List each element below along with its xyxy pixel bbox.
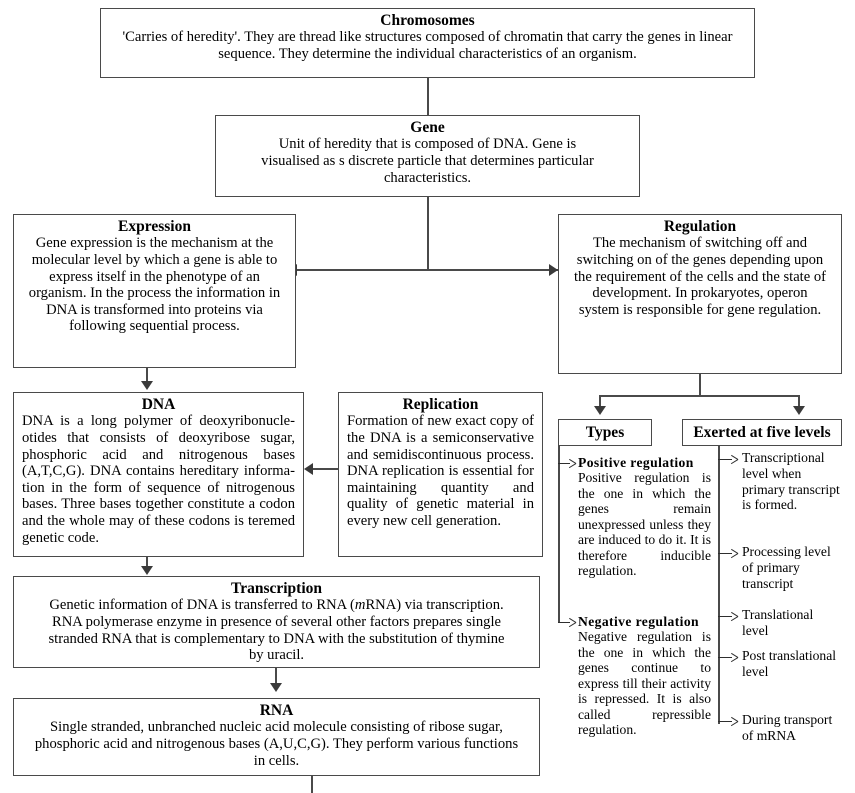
arrow-down-to-levels bbox=[793, 406, 805, 415]
box-chromosomes: Chromosomes 'Carries of heredity'. They … bbox=[100, 8, 755, 78]
box-transcription-body: Genetic information of DNA is transferre… bbox=[20, 597, 533, 664]
arrow-down-to-rna bbox=[270, 683, 282, 692]
connector-expression-to-dna bbox=[146, 368, 148, 386]
box-levels-heading: Exerted at five levels bbox=[693, 423, 831, 441]
arrow-to-level-3 bbox=[718, 611, 738, 622]
arrow-to-level-4 bbox=[718, 652, 738, 663]
connector-dna-to-transcription bbox=[146, 557, 148, 571]
connector-gene-down bbox=[427, 197, 429, 270]
levels-item-5: During transport of mRNA bbox=[742, 712, 842, 744]
arrow-to-level-2 bbox=[718, 548, 738, 559]
box-regulation: Regulation The mechanism of switching of… bbox=[558, 214, 842, 374]
box-gene: Gene Unit of heredity that is composed o… bbox=[215, 115, 640, 197]
connector-to-types bbox=[599, 395, 601, 411]
box-expression-body: Gene expression is the mechanism at the … bbox=[28, 235, 281, 335]
box-rna-heading: RNA bbox=[259, 702, 294, 719]
arrow-replication-to-dna bbox=[304, 463, 313, 475]
levels-item-5-text: During transport of mRNA bbox=[742, 712, 833, 743]
box-expression-heading: Expression bbox=[118, 218, 191, 235]
box-dna-heading: DNA bbox=[141, 396, 176, 413]
levels-item-1: Transcriptional level when primary trans… bbox=[742, 450, 840, 513]
box-expression: Expression Gene expression is the mechan… bbox=[13, 214, 296, 368]
levels-item-2: Processing level of primary transcript bbox=[742, 544, 831, 591]
arrow-to-positive-regulation bbox=[558, 458, 576, 469]
arrow-down-to-dna bbox=[141, 381, 153, 390]
arrow-to-negative-regulation bbox=[558, 617, 576, 628]
connector-replication-to-dna bbox=[312, 468, 338, 470]
levels-item-4: Post translational level bbox=[742, 648, 837, 679]
arrow-to-level-5 bbox=[718, 716, 738, 727]
box-regulation-heading: Regulation bbox=[663, 218, 737, 235]
arrow-down-to-types bbox=[594, 406, 606, 415]
connector-rna-down bbox=[311, 776, 313, 793]
box-transcription-body-part2: RNA) via transcription. RNA polymerase e… bbox=[48, 597, 505, 664]
connector-regulation-down bbox=[699, 374, 701, 396]
connector-chromosomes-to-gene bbox=[427, 78, 429, 115]
box-gene-body: Unit of heredity that is composed of DNA… bbox=[261, 136, 594, 186]
types-item-positive: Positive regulation Positive regulation … bbox=[578, 455, 711, 579]
box-dna: DNA DNA is a long polymer of deoxyribonu… bbox=[13, 392, 304, 557]
box-transcription-mrna-italic: m bbox=[354, 597, 366, 614]
box-replication-body: Formation of new exact copy of the DNA i… bbox=[347, 413, 534, 530]
levels-item-3: Translational level bbox=[742, 607, 814, 638]
box-transcription-heading: Transcription bbox=[231, 580, 322, 597]
types-item-negative-title: Negative regulation bbox=[578, 614, 699, 629]
box-gene-heading: Gene bbox=[410, 119, 445, 136]
connector-regulation-split-bar bbox=[599, 395, 799, 397]
connector-levels-spine bbox=[718, 446, 720, 724]
connector-gene-split-bar bbox=[295, 269, 560, 271]
types-item-positive-title: Positive regulation bbox=[578, 455, 694, 470]
connector-transcription-to-rna bbox=[275, 668, 277, 688]
box-dna-body: DNA is a long polymer of deoxyribonucle-… bbox=[22, 413, 295, 546]
box-rna: RNA Single stranded, unbranched nucleic … bbox=[13, 698, 540, 776]
box-chromosomes-body: 'Carries of heredity'. They are thread l… bbox=[122, 29, 733, 62]
box-types-heading: Types bbox=[585, 423, 625, 441]
types-item-negative: Negative regulation Negative regulation … bbox=[578, 614, 711, 738]
arrow-down-to-transcription bbox=[141, 566, 153, 575]
box-levels: Exerted at five levels bbox=[682, 419, 842, 446]
arrow-to-level-1 bbox=[718, 454, 738, 465]
box-transcription: Transcription Genetic information of DNA… bbox=[13, 576, 540, 668]
box-transcription-body-part1: Genetic information of DNA is transferre… bbox=[49, 597, 355, 614]
types-item-negative-body: Negative regulation is the one in which … bbox=[578, 629, 711, 738]
arrow-to-regulation bbox=[549, 264, 558, 276]
types-item-positive-body: Positive regulation is the one in which … bbox=[578, 470, 711, 579]
connector-types-spine bbox=[558, 446, 560, 623]
box-rna-body: Single stranded, unbranched nucleic acid… bbox=[34, 719, 519, 769]
box-regulation-body: The mechanism of switching off and switc… bbox=[573, 235, 827, 318]
box-chromosomes-heading: Chromosomes bbox=[380, 12, 475, 29]
connector-to-levels bbox=[798, 395, 800, 411]
box-replication-heading: Replication bbox=[402, 396, 479, 413]
box-replication: Replication Formation of new exact copy … bbox=[338, 392, 543, 557]
box-types: Types bbox=[558, 419, 652, 446]
